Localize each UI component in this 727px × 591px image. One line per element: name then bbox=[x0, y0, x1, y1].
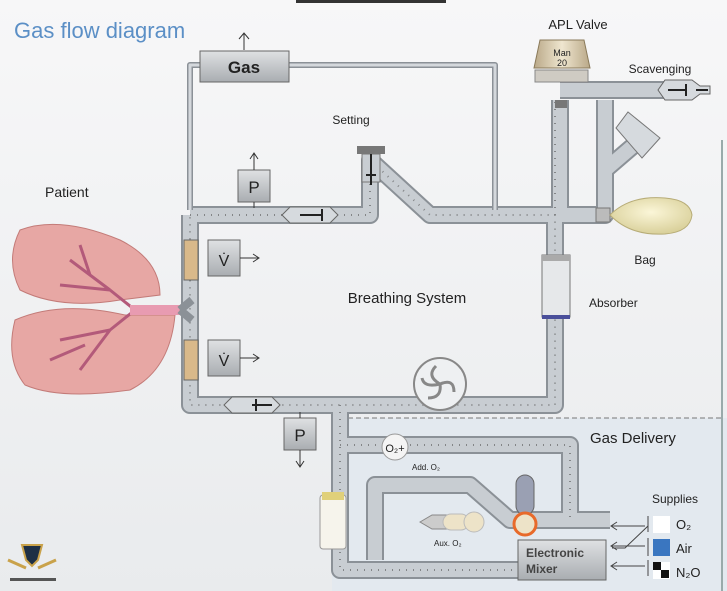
supply-n2o: N₂O bbox=[653, 562, 701, 580]
co2-absorber bbox=[541, 254, 571, 319]
svg-text:V̇: V̇ bbox=[219, 252, 230, 270]
add-o2-label: Add. O₂ bbox=[412, 463, 440, 472]
pressure-sensor-insp: P bbox=[237, 152, 271, 208]
patient-label: Patient bbox=[45, 184, 89, 200]
svg-text:P: P bbox=[294, 426, 305, 445]
flow-sensor-exp: V̇ bbox=[183, 339, 260, 381]
ventilator-fan-icon bbox=[413, 357, 467, 411]
pressure-sensor-exp: P bbox=[283, 412, 317, 468]
apl-valve-label: APL Valve bbox=[548, 17, 607, 32]
svg-text:Gas: Gas bbox=[228, 58, 260, 77]
vaporizer bbox=[319, 492, 347, 550]
diagram-title: Gas flow diagram bbox=[14, 18, 185, 43]
svg-text:O₂: O₂ bbox=[676, 517, 691, 532]
absorber-label: Absorber bbox=[589, 296, 638, 310]
scavenging-funnel bbox=[615, 111, 661, 159]
gas-delivery-label: Gas Delivery bbox=[590, 430, 676, 447]
scavenging-valve bbox=[657, 79, 711, 101]
svg-text:Air: Air bbox=[676, 541, 693, 556]
svg-text:P: P bbox=[248, 178, 259, 197]
aux-o2-flowmeter[interactable] bbox=[419, 511, 485, 533]
scavenging-label: Scavenging bbox=[629, 62, 692, 76]
o2-flush-button[interactable]: O₂+ bbox=[381, 433, 409, 461]
bag-label: Bag bbox=[634, 253, 655, 267]
svg-text:N₂O: N₂O bbox=[676, 565, 701, 580]
setting-label: Setting bbox=[332, 113, 369, 127]
svg-text:V̇: V̇ bbox=[219, 352, 230, 370]
gas-outlet: Gas bbox=[199, 32, 290, 83]
svg-text:O₂+: O₂+ bbox=[385, 443, 404, 455]
flow-sensor-insp: V̇ bbox=[183, 239, 260, 281]
aux-o2-label: Aux. O₂ bbox=[434, 539, 462, 548]
expiratory-check-valve bbox=[223, 396, 281, 414]
electronic-mixer: Electronic Mixer bbox=[517, 539, 607, 581]
flow-tube bbox=[512, 474, 538, 537]
svg-text:Electronic: Electronic bbox=[526, 546, 584, 560]
breathing-system-label: Breathing System bbox=[348, 290, 466, 307]
reservoir-bag bbox=[595, 197, 693, 235]
supply-o2: O₂ bbox=[653, 516, 691, 533]
apl-valve[interactable]: Man 20 bbox=[533, 39, 591, 108]
supplies-label: Supplies bbox=[652, 492, 698, 506]
forum-logo bbox=[7, 544, 57, 581]
apl-mode: Man bbox=[553, 48, 571, 58]
setting-valve bbox=[357, 146, 385, 185]
svg-text:Mixer: Mixer bbox=[526, 562, 558, 576]
supply-lines bbox=[610, 516, 649, 576]
arrow-up-icon bbox=[238, 32, 250, 50]
patient-lungs bbox=[11, 223, 180, 395]
inspiratory-check-valve bbox=[281, 206, 339, 224]
supply-air: Air bbox=[653, 539, 693, 556]
apl-value: 20 bbox=[557, 58, 567, 68]
